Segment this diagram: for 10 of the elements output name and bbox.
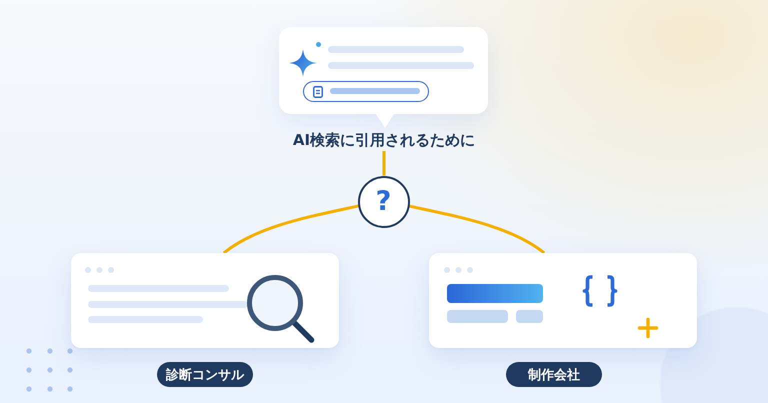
connector-line bbox=[382, 151, 386, 176]
connector-line bbox=[222, 204, 360, 254]
question-mark-circle: ? bbox=[358, 176, 410, 228]
chat-bubble bbox=[279, 27, 488, 128]
browser-window-card bbox=[71, 253, 339, 348]
browser-window-card bbox=[429, 253, 697, 348]
heading-text: AI検索に引用されるために bbox=[292, 129, 476, 151]
connector-line bbox=[408, 204, 546, 254]
category-label: 制作会社 bbox=[506, 362, 602, 387]
category-label: 診断コンサル bbox=[157, 362, 253, 387]
